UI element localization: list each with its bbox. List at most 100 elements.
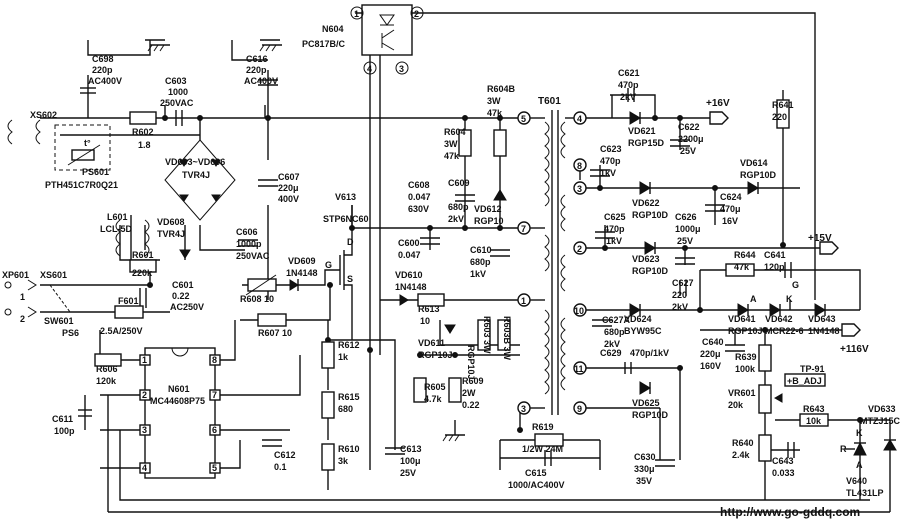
c625-rating: 1kV bbox=[606, 236, 622, 246]
c609-value: 680p bbox=[448, 202, 469, 212]
scr-pin-a: A bbox=[750, 294, 757, 304]
c626-ref: C626 bbox=[675, 212, 697, 222]
c600-ref: C600 bbox=[398, 238, 420, 248]
xs601-ref: XS601 bbox=[40, 270, 67, 280]
c698-value: 220p bbox=[92, 65, 113, 75]
vd610-part: 1N4148 bbox=[395, 282, 427, 292]
c643-ref: C643 bbox=[772, 456, 794, 466]
t-pin-4: 4 bbox=[577, 114, 582, 124]
c627a-rating: 2kV bbox=[604, 339, 620, 349]
watermark-url: http://www.go-gddq.com bbox=[720, 505, 860, 519]
c621-value: 470p bbox=[618, 80, 639, 90]
c616-value: 220p bbox=[246, 65, 267, 75]
c624-ref: C624 bbox=[720, 192, 742, 202]
xp601-pin-2: 2 bbox=[20, 314, 25, 324]
c630-ref: C630 bbox=[634, 452, 656, 462]
v613-ref: V613 bbox=[335, 192, 356, 202]
v640-part: TL431LP bbox=[846, 488, 884, 498]
r608-ref: R608 10 bbox=[240, 294, 274, 304]
c629-value: 470p/1kV bbox=[630, 348, 669, 358]
c624-value: 470μ bbox=[720, 204, 741, 214]
n604-part: PC817B/C bbox=[302, 39, 346, 49]
r607-ref: R607 10 bbox=[258, 328, 292, 338]
c601-ref: C601 bbox=[172, 280, 194, 290]
c616-ref: C616 bbox=[246, 54, 268, 64]
r640-ref: R640 bbox=[732, 438, 754, 448]
r615-ref: R615 bbox=[338, 392, 360, 402]
c607-value: 220μ bbox=[278, 183, 299, 193]
c613-ref: C613 bbox=[400, 444, 422, 454]
c643-value: 0.033 bbox=[772, 468, 795, 478]
c622-rating: 25V bbox=[680, 146, 696, 156]
c601-value: 0.22 bbox=[172, 291, 190, 301]
c621-ref: C621 bbox=[618, 68, 640, 78]
c610-ref: C610 bbox=[470, 245, 492, 255]
r612-value: 1k bbox=[338, 352, 349, 362]
ic-pin-8: 8 bbox=[212, 355, 217, 365]
vd614-part: RGP10D bbox=[740, 170, 777, 180]
r610-ref: R610 bbox=[338, 444, 360, 454]
r639-value: 100k bbox=[735, 364, 756, 374]
r609-value: 0.22 bbox=[462, 400, 480, 410]
r619-value: 1/2W 24M bbox=[522, 444, 563, 454]
v613-part: STP6NC60 bbox=[323, 214, 369, 224]
ps6-ref: PS6 bbox=[62, 328, 79, 338]
tl431-pin-r: R bbox=[840, 444, 847, 454]
vr601-value: 20k bbox=[728, 400, 744, 410]
xp601-ref: XP601 bbox=[2, 270, 29, 280]
c606-rating: 250VAC bbox=[236, 251, 270, 261]
v613-pin-d: D bbox=[347, 237, 354, 247]
vd622-ref: VD622 bbox=[632, 198, 660, 208]
t-pin-3: 3 bbox=[521, 404, 526, 414]
vd603-ref: VD603~VD606 bbox=[165, 157, 225, 167]
xs602-ref: XS602 bbox=[30, 110, 57, 120]
vd623-ref: VD623 bbox=[632, 254, 660, 264]
optocoupler-n604: 1 2 3 4 bbox=[350, 4, 424, 75]
vd641-ref: VD641 bbox=[728, 314, 756, 324]
c608-rating: 630V bbox=[408, 204, 429, 214]
c607-rating: 400V bbox=[278, 194, 299, 204]
ic-pin-2: 2 bbox=[142, 390, 147, 400]
n601-part: MC44608P75 bbox=[150, 396, 205, 406]
t-pin-3b: 3 bbox=[577, 184, 582, 194]
vd641-part: RGP10J bbox=[728, 326, 763, 336]
t-pin-1: 1 bbox=[521, 296, 526, 306]
c610-value: 680p bbox=[470, 257, 491, 267]
ps601-part: PTH451C7R0Q21 bbox=[45, 180, 118, 190]
c624-rating: 16V bbox=[722, 216, 738, 226]
c629-ref: C629 bbox=[600, 348, 622, 358]
vd624-part: BYW95C bbox=[624, 326, 662, 336]
r604b-power: 3W bbox=[487, 96, 501, 106]
vd642-ref: VD642 bbox=[765, 314, 793, 324]
c608-value: 0.047 bbox=[408, 192, 431, 202]
xp601-pin-1: 1 bbox=[20, 292, 25, 302]
r639-ref: R639 bbox=[735, 352, 757, 362]
t-pin-9: 9 bbox=[577, 404, 582, 414]
r605-ref: R605 bbox=[424, 382, 446, 392]
vd625-part: RGP10D bbox=[632, 410, 669, 420]
c610-rating: 1kV bbox=[470, 269, 486, 279]
c623-value: 470p bbox=[600, 156, 621, 166]
c641-value: 120p bbox=[764, 262, 785, 272]
primary-parts bbox=[4, 39, 564, 471]
vd643-part: 1N4148 bbox=[808, 326, 840, 336]
c641-ref: C641 bbox=[764, 250, 786, 260]
grounds bbox=[147, 44, 465, 442]
vd633-ref: VD633 bbox=[868, 404, 896, 414]
c606-value: 1000p bbox=[236, 239, 262, 249]
v640-ref: V640 bbox=[846, 476, 867, 486]
c698-rating: AC400V bbox=[88, 76, 122, 86]
ic-pin-6: 6 bbox=[212, 425, 217, 435]
r602-ref: R602 bbox=[132, 127, 154, 137]
c615-ref: C615 bbox=[525, 468, 547, 478]
r640-value: 2.4k bbox=[732, 450, 751, 460]
r613-ref: R613 bbox=[418, 304, 440, 314]
vd603-part: TVR4J bbox=[182, 170, 210, 180]
v613-pin-g: G bbox=[325, 260, 332, 270]
c625-ref: C625 bbox=[604, 212, 626, 222]
c623-rating: 1kV bbox=[600, 168, 616, 178]
vd608-ref: VD608 bbox=[157, 217, 185, 227]
vd643-ref: VD643 bbox=[808, 314, 836, 324]
c611-value: 100p bbox=[54, 426, 75, 436]
